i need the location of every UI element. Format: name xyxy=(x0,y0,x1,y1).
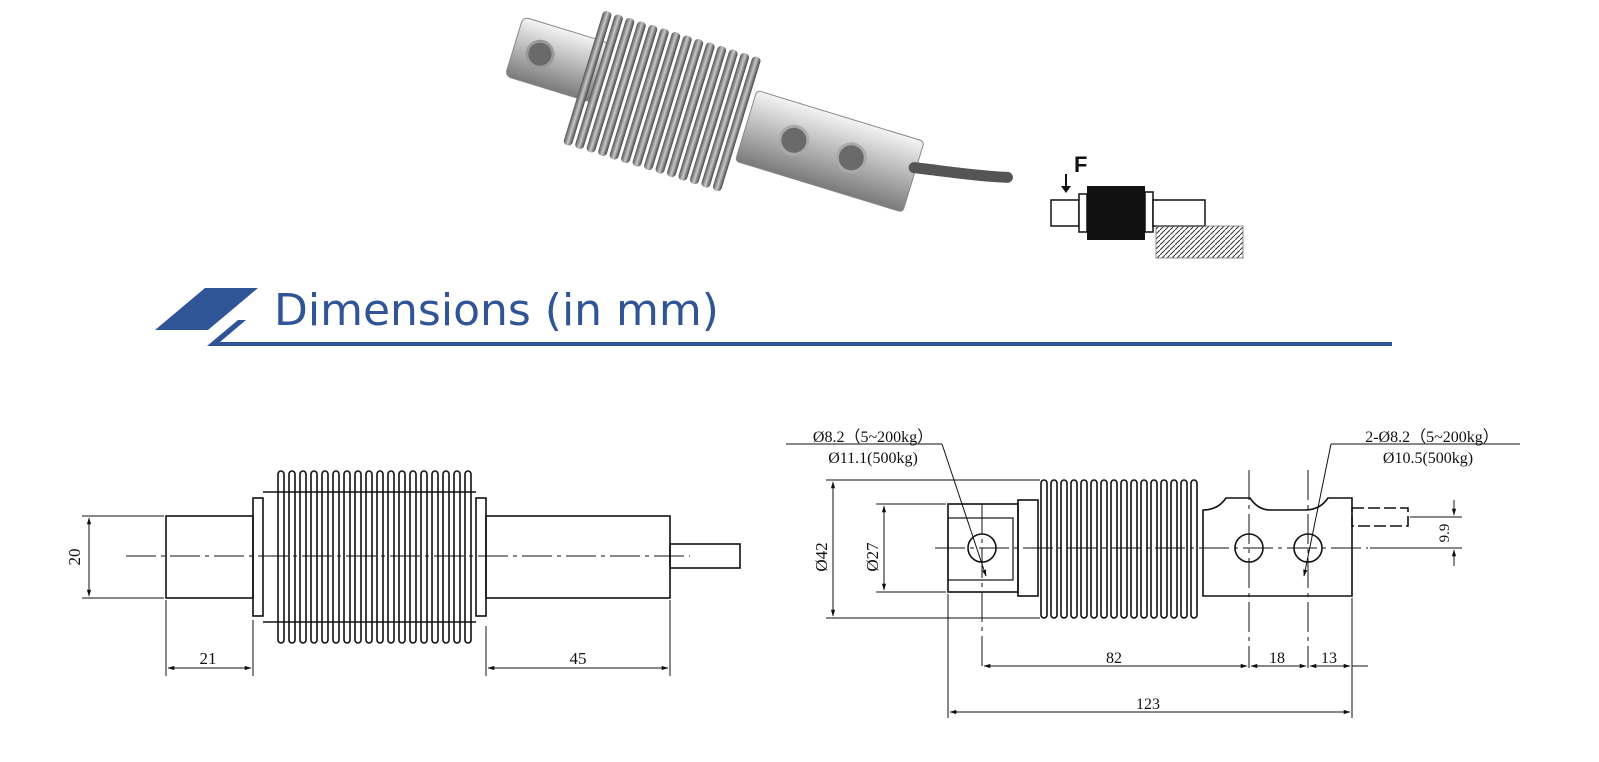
dim-13: 13 xyxy=(1321,650,1337,667)
page-title: Dimensions (in mm) xyxy=(274,285,719,336)
dim-left-length: 21 xyxy=(200,649,217,668)
dim-right-length: 45 xyxy=(570,649,587,668)
dim-cable-offset: 9.9 xyxy=(1437,524,1453,543)
hole-callout-right-line1: 2-Ø8.2（5~200kg） xyxy=(1365,428,1499,446)
hole-callout-left-line1: Ø8.2（5~200kg） xyxy=(813,428,933,446)
side-view-drawing xyxy=(82,470,741,676)
dim-overall-length: 123 xyxy=(1136,696,1160,713)
section-heading: Dimensions (in mm) xyxy=(155,285,1392,346)
force-label: F xyxy=(1074,152,1087,177)
dim-height: 20 xyxy=(65,549,84,566)
dim-18: 18 xyxy=(1269,650,1285,667)
dim-outer-diameter: Ø42 xyxy=(812,542,831,571)
load-diagram: F xyxy=(1050,152,1244,259)
hole-callout-left-line2: Ø11.1(500kg) xyxy=(828,450,918,467)
front-view-drawing xyxy=(786,443,1520,718)
dim-82: 82 xyxy=(1106,650,1122,667)
product-photo xyxy=(506,10,1013,212)
dim-inner-diameter: Ø27 xyxy=(863,542,882,572)
hole-callout-right-line2: Ø10.5(500kg) xyxy=(1383,450,1473,467)
